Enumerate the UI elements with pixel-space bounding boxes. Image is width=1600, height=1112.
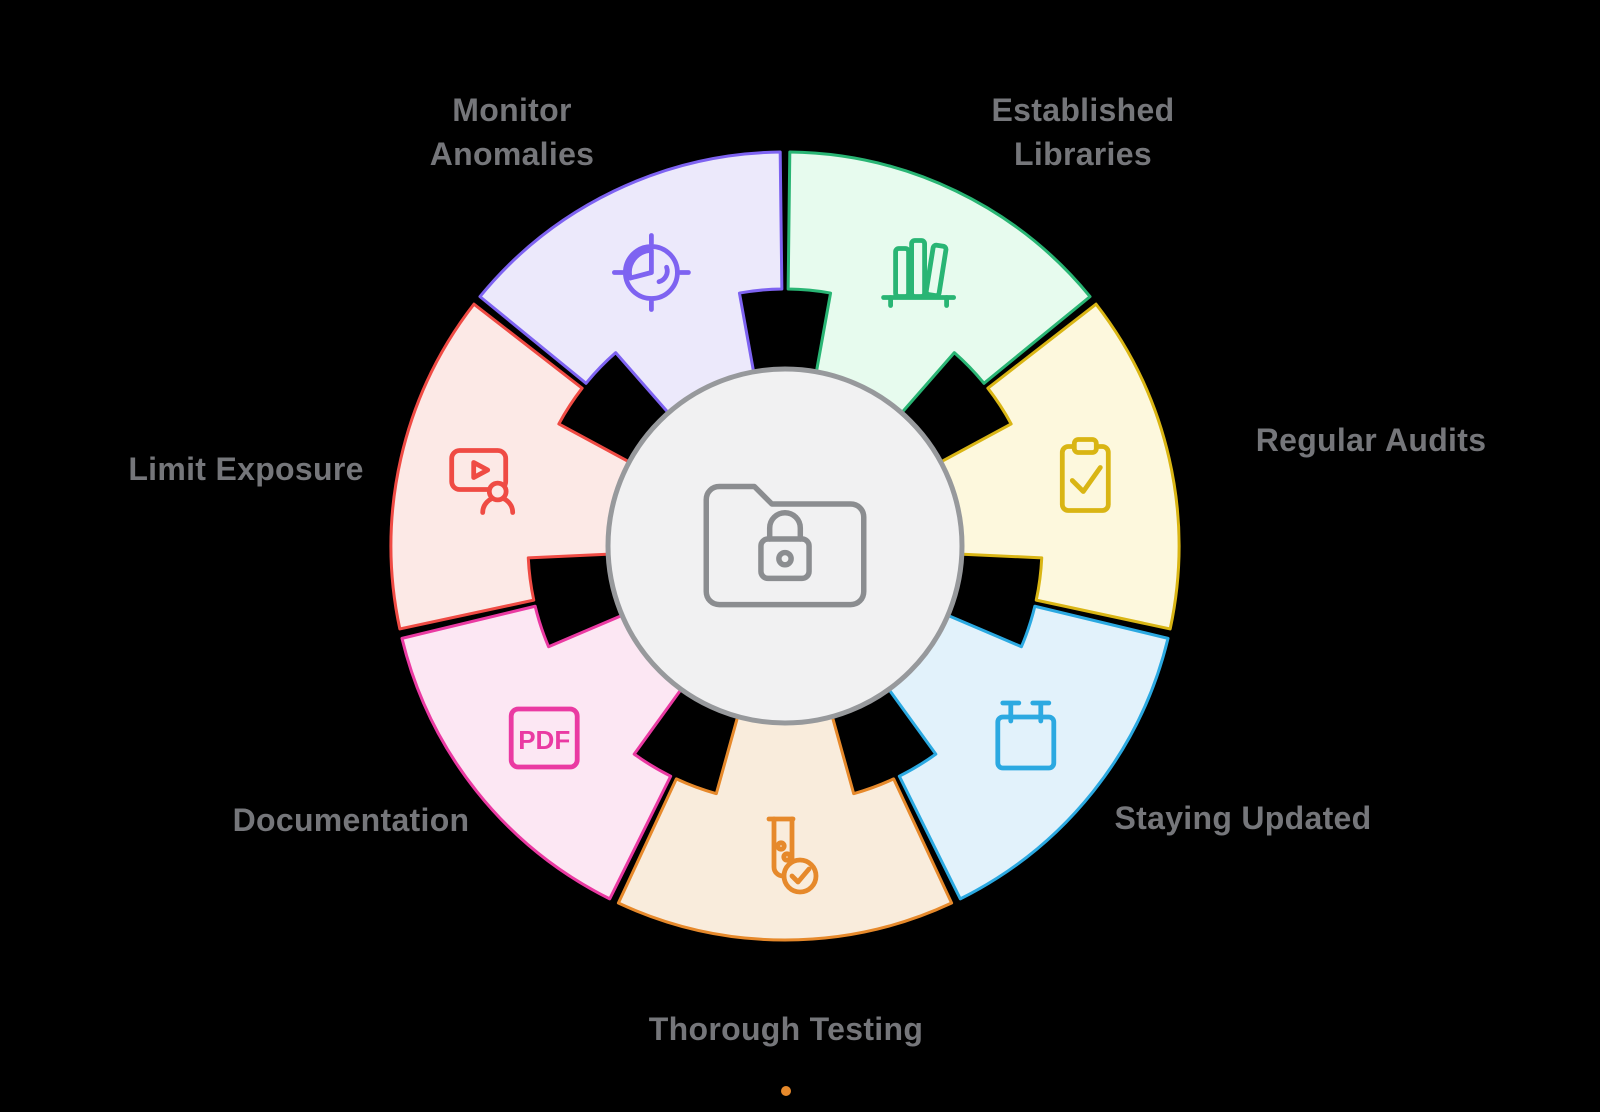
label-line: Limit Exposure [128, 451, 364, 487]
label-line: Libraries [1014, 136, 1152, 172]
label-line: Thorough Testing [648, 1011, 924, 1047]
label-documentation: Documentation [233, 798, 470, 842]
hub-layer [605, 366, 965, 726]
segments-layer [389, 150, 1181, 942]
extras-layer [781, 1086, 791, 1096]
label-line: Staying Updated [1114, 800, 1372, 836]
label-line: Monitor [452, 92, 572, 128]
label-line: Established [991, 92, 1175, 128]
footer-dot [781, 1086, 791, 1096]
hub-circle [605, 366, 965, 726]
label-limit-exposure: Limit Exposure [128, 447, 363, 491]
label-line: Regular Audits [1255, 422, 1487, 458]
label-regular-audits: Regular Audits [1256, 418, 1487, 462]
label-thorough-testing: Thorough Testing [649, 1007, 923, 1051]
segment-thorough-testing [616, 708, 954, 942]
label-line: Documentation [232, 802, 470, 838]
label-staying-updated: Staying Updated [1115, 796, 1372, 840]
label-line: Anomalies [429, 136, 595, 172]
